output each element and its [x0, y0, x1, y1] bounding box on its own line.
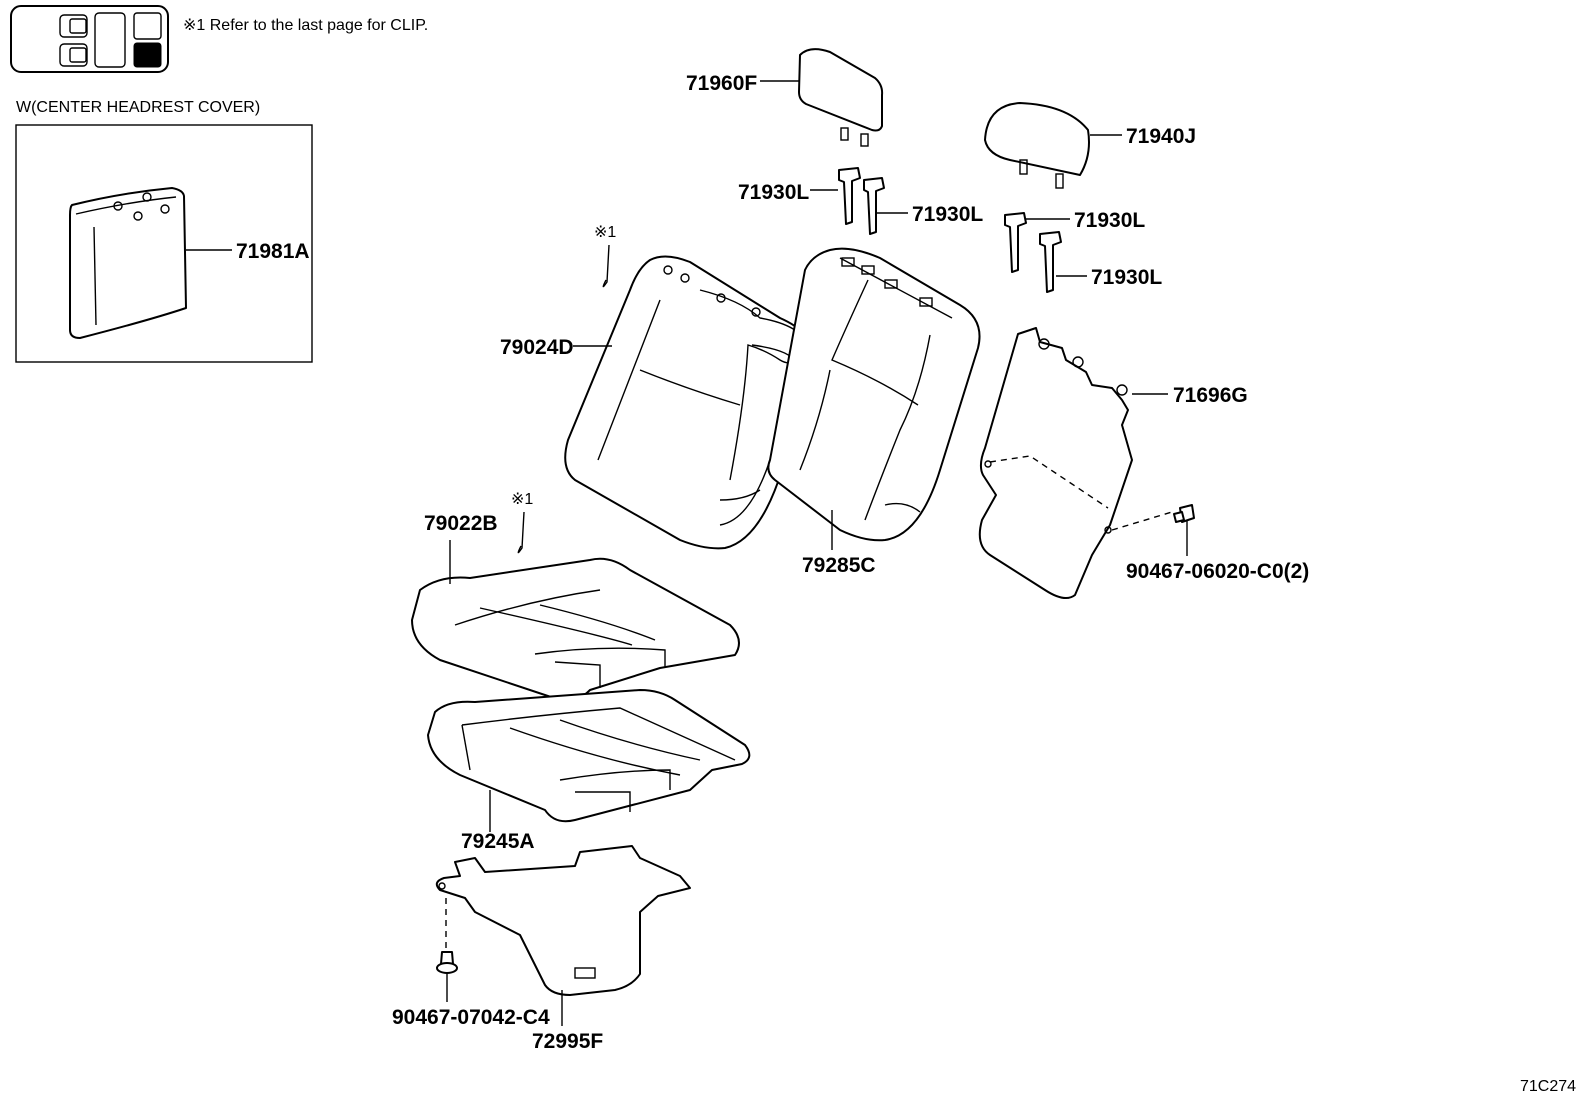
part-label-71696G[interactable]: 71696G — [1173, 384, 1248, 407]
part-label-79024D[interactable]: 79024D — [500, 336, 574, 359]
part-label-71930L-1[interactable]: 71930L — [738, 181, 809, 204]
cushion-cover-part — [411, 557, 740, 703]
headrest-side-part — [984, 102, 1090, 189]
part-label-71940J[interactable]: 71940J — [1126, 125, 1196, 148]
part-label-79245A[interactable]: 79245A — [461, 830, 535, 853]
seatback-cover-part — [564, 255, 814, 550]
part-label-71981A[interactable]: 71981A — [236, 240, 310, 263]
screw-upper-icon — [1173, 504, 1195, 523]
seat-location-icon — [10, 5, 169, 73]
inset-title: W(CENTER HEADREST COVER) — [16, 99, 260, 116]
part-label-79285C[interactable]: 79285C — [802, 554, 876, 577]
headrest-cover-part — [69, 187, 187, 339]
inset-frame — [15, 124, 313, 363]
cushion-pad-part — [427, 689, 751, 823]
clip-2-icon — [517, 511, 525, 554]
part-label-71930L-3[interactable]: 71930L — [1074, 209, 1145, 232]
seatback-board-part — [978, 327, 1133, 600]
diagram-code: 71C274 — [1520, 1078, 1576, 1095]
clip-ref-2: ※1 — [511, 491, 533, 508]
headrest-center-part — [798, 48, 884, 147]
part-label-71930L-2[interactable]: 71930L — [912, 203, 983, 226]
screw-lower-icon — [436, 951, 458, 974]
headrest-support-parts — [838, 167, 1062, 293]
cushion-tray-part — [435, 845, 691, 996]
clip-1-icon — [602, 244, 610, 288]
clip-note: ※1 Refer to the last page for CLIP. — [183, 17, 428, 34]
part-label-90467-07042[interactable]: 90467-07042-C4 — [392, 1006, 550, 1029]
seatback-pad-part — [767, 247, 981, 542]
part-label-79022B[interactable]: 79022B — [424, 512, 498, 535]
part-label-71960F[interactable]: 71960F — [686, 72, 757, 95]
part-label-90467-06020[interactable]: 90467-06020-C0(2) — [1126, 560, 1309, 583]
clip-ref-1: ※1 — [594, 224, 616, 241]
part-label-72995F[interactable]: 72995F — [532, 1030, 603, 1053]
part-label-71930L-4[interactable]: 71930L — [1091, 266, 1162, 289]
